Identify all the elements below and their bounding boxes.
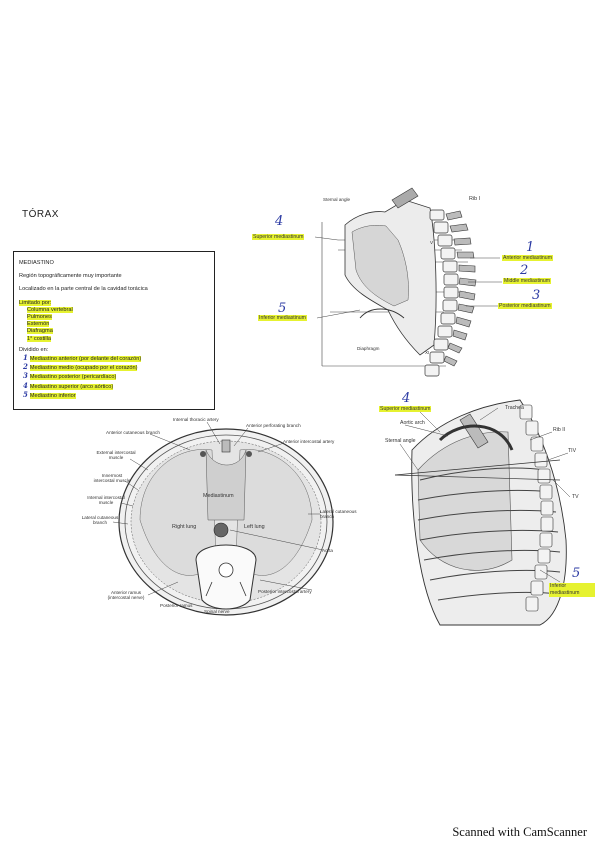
xs-mediastinum-label: Mediastinum bbox=[203, 493, 234, 499]
xs-anterior-ramus-label: Anterior ramus (intercostal nerve) bbox=[107, 590, 145, 600]
notes-box: MEDIASTINO Región topográficamente muy i… bbox=[13, 251, 215, 410]
sagittal-diaphragm-label: Diaphragm bbox=[357, 346, 380, 351]
xs-posterior-ramus-label: Posterior ramus bbox=[160, 603, 193, 608]
scanner-watermark: Scanned with CamScanner bbox=[452, 825, 587, 839]
sagittal-vertebra-v: V bbox=[430, 240, 434, 245]
xs-external-intercostal-label: External intercostal muscle bbox=[96, 450, 136, 460]
xs-left-lung-label: Left lung bbox=[244, 524, 265, 530]
limits-label: Limitado por: bbox=[19, 299, 52, 306]
xs-innermost-intercostal-label: Innermost intercostal muscle bbox=[93, 473, 131, 483]
lateral-inferior-label: Inferior mediastinum bbox=[549, 583, 595, 597]
lateral-aortic-arch-label: Aortic arch bbox=[400, 420, 425, 426]
xs-anterior-perforating-label: Anterior perforating branch bbox=[246, 423, 301, 428]
limit-item: Esternón bbox=[27, 321, 50, 328]
sagittal-number-superior: 4 bbox=[275, 214, 284, 229]
lateral-rib-ii-label: Rib II bbox=[553, 427, 566, 433]
xs-lateral-cutaneous-branch-label: Lateral cutaneous branch bbox=[320, 509, 357, 519]
sagittal-anterior-label: Anterior mediastinum bbox=[502, 255, 554, 261]
sagittal-number-posterior: 3 bbox=[532, 288, 541, 303]
limit-item: Diafragma bbox=[27, 328, 53, 335]
notes-line-2: Localizado en la parte central de la cav… bbox=[19, 286, 148, 293]
sagittal-number-middle: 2 bbox=[520, 263, 529, 278]
notes-heading: MEDIASTINO bbox=[19, 260, 54, 266]
notes-line-1: Región topográficamente muy importante bbox=[19, 273, 122, 280]
sagittal-inferior-label: Inferior mediastinum bbox=[258, 315, 307, 321]
lateral-tiv-label: TIV bbox=[568, 448, 577, 454]
xs-lateral-cutaneous-label: Lateral cutaneous branch bbox=[81, 515, 119, 525]
sagittal-sternal-angle-label: Sternal angle bbox=[323, 197, 351, 202]
xs-internal-thoracic-label: Internal thoracic artery bbox=[173, 417, 219, 422]
lateral-number-inferior: 5 bbox=[572, 566, 581, 581]
page-title: TÓRAX bbox=[22, 209, 59, 220]
lateral-tv-label: TV bbox=[572, 494, 579, 500]
xs-aorta-label: Aorta bbox=[322, 548, 333, 553]
limit-item: 1° costilla bbox=[27, 335, 52, 342]
xs-anterior-intercostal-label: Anterior intercostal artery bbox=[283, 439, 335, 444]
limit-item: Columna vertebral bbox=[27, 306, 73, 313]
lateral-superior-label: Superior mediastinum bbox=[379, 406, 432, 412]
sagittal-number-inferior: 5 bbox=[278, 301, 287, 316]
sagittal-superior-label: Superior mediastinum bbox=[252, 234, 305, 240]
xs-internal-intercostal-label: Internal intercostal muscle bbox=[87, 495, 125, 505]
lateral-sternal-angle-label: Sternal angle bbox=[385, 438, 416, 444]
xs-spinal-nerve-label: Spinal nerve bbox=[204, 609, 230, 614]
xs-anterior-cutaneous-label: Anterior cutaneous branch bbox=[106, 430, 160, 435]
lateral-number-superior: 4 bbox=[402, 391, 411, 406]
limit-item: Pulmones bbox=[27, 314, 52, 321]
sagittal-posterior-label: Posterior mediastinum bbox=[498, 303, 552, 309]
divided-label: Dividido en: bbox=[19, 346, 49, 353]
xs-right-lung-label: Right lung bbox=[172, 524, 197, 530]
limits-list: Columna vertebral Pulmones Esternón Diaf… bbox=[19, 306, 214, 343]
sagittal-rib-label: Rib I bbox=[469, 196, 481, 202]
lateral-trachea-label: Trachea bbox=[505, 405, 524, 411]
sagittal-number-anterior: 1 bbox=[526, 240, 535, 255]
xs-posterior-intercostal-label: Posterior intercostal artery bbox=[258, 589, 312, 594]
sagittal-middle-label: Middle mediastinum bbox=[503, 278, 552, 284]
sagittal-vertebra-xi: XI bbox=[425, 350, 430, 355]
